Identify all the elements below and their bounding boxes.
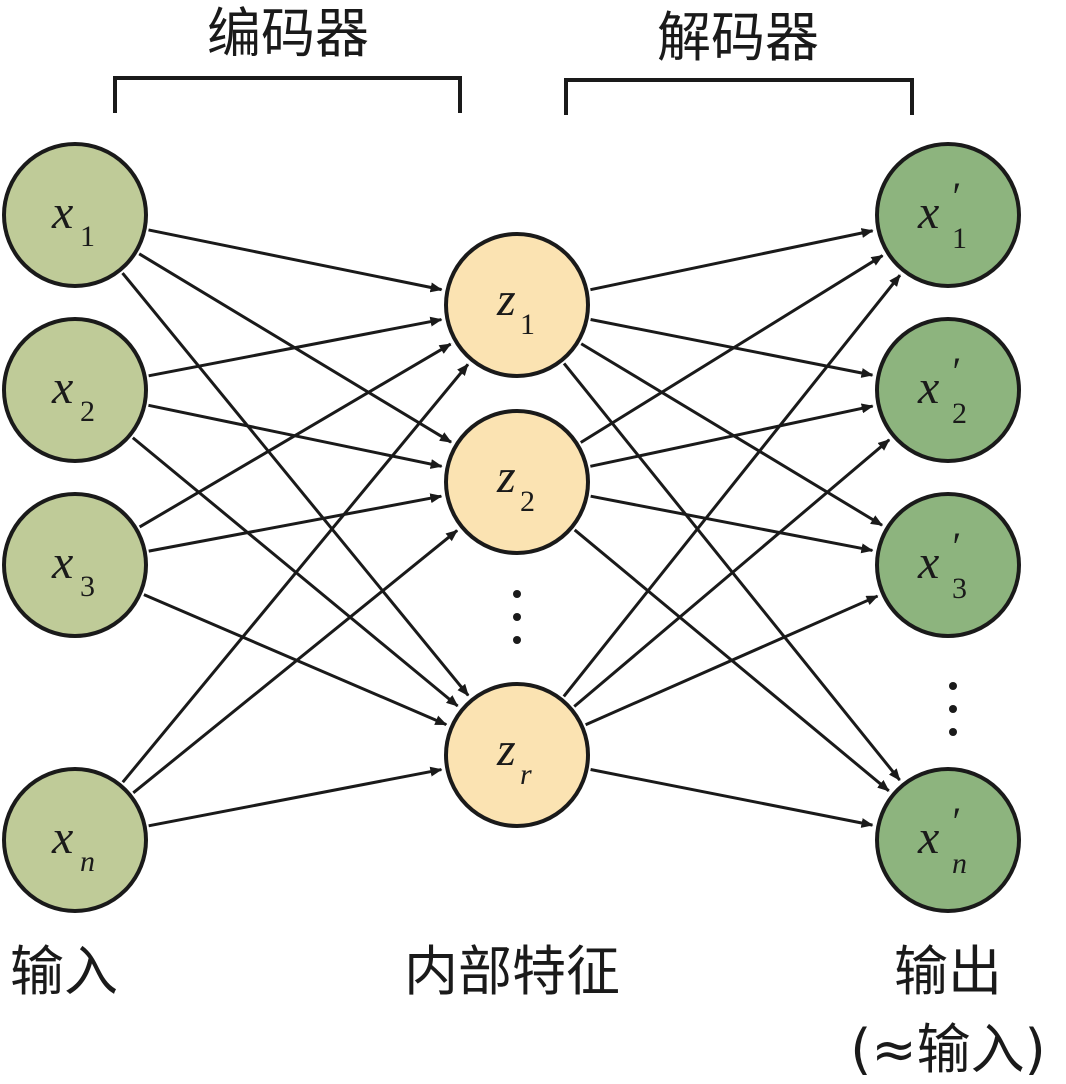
output-label: 输出	[894, 940, 1002, 1003]
encoder-bracket	[113, 76, 462, 113]
svg-text:x: x	[51, 536, 73, 589]
svg-text:z: z	[496, 273, 516, 326]
input-node-1: x 1	[2, 142, 148, 288]
svg-text:n: n	[952, 847, 967, 880]
input-node-3: x 3	[2, 492, 148, 638]
arrow-latent-2-to-output-2	[590, 403, 874, 468]
arrow-input-4-to-latent-2	[132, 529, 459, 794]
arrow-input-1-to-latent-3	[121, 272, 470, 697]
svg-text:′: ′	[950, 349, 960, 394]
svg-text:2: 2	[80, 395, 95, 428]
arrow-latent-3-to-output-1	[562, 274, 902, 698]
svg-text:2: 2	[952, 397, 967, 430]
arrow-input-1-to-latent-1	[148, 228, 443, 293]
svg-text:x: x	[51, 811, 73, 864]
decoder-label: 解码器	[657, 6, 819, 69]
latent-node-1: z 1	[444, 232, 590, 378]
arrow-latent-1-to-output-1	[590, 228, 874, 292]
svg-text:x: x	[917, 186, 939, 239]
arrow-latent-3-to-output-2	[573, 438, 891, 708]
arrow-input-3-to-latent-2	[148, 493, 443, 553]
latent-node-r: z r	[444, 682, 590, 828]
svg-text:n: n	[80, 845, 95, 878]
arrow-latent-1-to-output-2	[590, 318, 874, 378]
svg-text:r: r	[520, 758, 532, 791]
encoder-label: 编码器	[207, 2, 369, 65]
latent-node-2: z 2	[444, 409, 590, 555]
arrow-input-4-to-latent-1	[121, 363, 470, 784]
arrow-input-3-to-latent-3	[143, 593, 448, 726]
svg-text:′: ′	[950, 799, 960, 844]
output-node-2: x ′ 2	[875, 317, 1021, 463]
svg-text:x: x	[51, 361, 73, 414]
output-node-n: x ′ n	[875, 767, 1021, 913]
svg-text:z: z	[496, 450, 516, 503]
output-note-label: (≈输入)	[850, 1018, 1045, 1081]
decoder-bracket	[564, 78, 914, 115]
svg-text:′: ′	[950, 174, 960, 219]
svg-text:x: x	[917, 536, 939, 589]
arrow-latent-2-to-output-3	[590, 494, 874, 554]
svg-text:3: 3	[80, 570, 95, 603]
input-label: 输入	[10, 940, 118, 1003]
svg-text:x: x	[917, 361, 939, 414]
arrow-input-2-to-latent-1	[148, 316, 443, 378]
svg-text:1: 1	[80, 220, 95, 253]
svg-text:′: ′	[950, 524, 960, 569]
output-node-1: x ′ 1	[875, 142, 1021, 288]
svg-text:1: 1	[952, 222, 967, 255]
connections	[121, 228, 902, 828]
svg-text:1: 1	[520, 308, 535, 341]
features-label: 内部特征	[404, 940, 620, 1003]
svg-text:2: 2	[520, 485, 535, 518]
output-ellipsis	[949, 682, 957, 736]
arrow-input-4-to-latent-3	[148, 766, 443, 828]
latent-ellipsis	[513, 590, 521, 644]
arrow-latent-3-to-output-4	[590, 768, 874, 828]
input-node-n: x n	[2, 767, 148, 913]
svg-text:3: 3	[952, 572, 967, 605]
arrow-latent-3-to-output-3	[585, 594, 879, 727]
input-node-2: x 2	[2, 317, 148, 463]
arrow-latent-1-to-output-3	[580, 342, 883, 527]
output-node-3: x ′ 3	[875, 492, 1021, 638]
svg-text:z: z	[496, 723, 516, 776]
svg-text:x: x	[917, 811, 939, 864]
arrow-input-3-to-latent-1	[138, 342, 452, 529]
svg-text:x: x	[51, 186, 73, 239]
arrow-latent-2-to-output-1	[579, 254, 884, 444]
